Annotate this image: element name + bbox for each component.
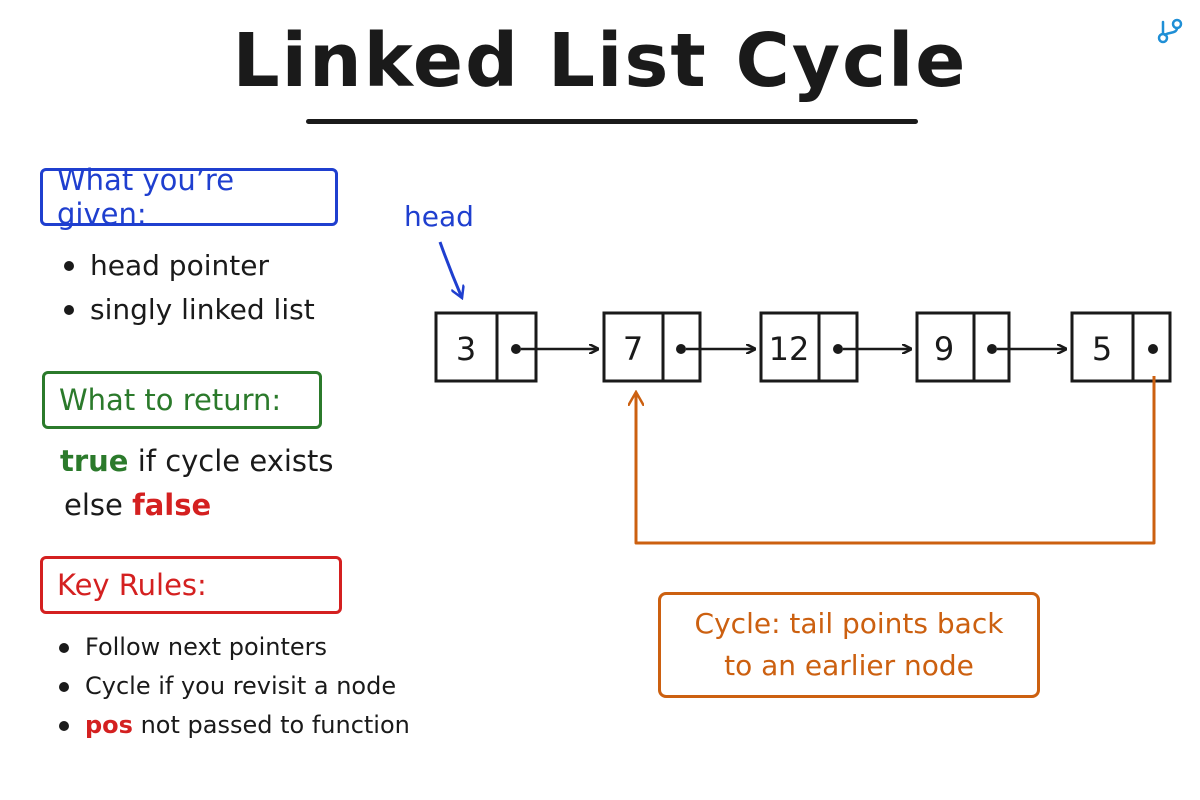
cycle-note-box: Cycle: tail points back to an earlier no… bbox=[658, 592, 1040, 698]
pos-keyword: pos bbox=[85, 711, 133, 739]
head-arrow bbox=[438, 241, 462, 298]
given-item-singly-linked-list: singly linked list bbox=[60, 288, 315, 332]
node-value: 5 bbox=[1092, 330, 1112, 368]
rules-list: Follow next pointers Cycle if you revisi… bbox=[55, 628, 410, 745]
true-condition-text: if cycle exists bbox=[137, 444, 334, 478]
given-item-head-pointer: head pointer bbox=[60, 244, 315, 288]
next-pointer-dot bbox=[511, 344, 521, 354]
rules-heading: Key Rules: bbox=[57, 568, 207, 602]
pos-rule-text: not passed to function bbox=[140, 711, 410, 739]
next-pointer-dot bbox=[833, 344, 843, 354]
false-keyword: false bbox=[132, 488, 212, 522]
cycle-note-line1: Cycle: tail points back bbox=[694, 607, 1004, 640]
node-value: 9 bbox=[934, 330, 954, 368]
given-heading: What you’re given: bbox=[57, 163, 235, 231]
node-value: 12 bbox=[769, 330, 810, 368]
title-underline bbox=[306, 119, 918, 124]
next-pointer-dot bbox=[676, 344, 686, 354]
return-line-true: true if cycle exists bbox=[60, 444, 334, 478]
given-list: head pointer singly linked list bbox=[60, 244, 315, 332]
tail-pointer-dot bbox=[1148, 344, 1158, 354]
list-node: 3 bbox=[434, 311, 538, 383]
head-label: head bbox=[404, 200, 474, 233]
list-node: 9 bbox=[915, 311, 1011, 383]
true-keyword: true bbox=[60, 444, 129, 478]
return-heading: What to return: bbox=[59, 383, 282, 417]
next-pointer-dot bbox=[987, 344, 997, 354]
node-value: 7 bbox=[623, 330, 643, 368]
list-node: 12 bbox=[759, 311, 859, 383]
else-text: else bbox=[64, 488, 123, 522]
cycle-back-arrow bbox=[636, 376, 1156, 545]
given-heading-box: What you’re given: bbox=[40, 163, 338, 231]
list-node-tail: 5 bbox=[1070, 311, 1172, 383]
rule-pos-not-passed: pos not passed to function bbox=[55, 706, 410, 745]
page-title: Linked List Cycle bbox=[232, 18, 968, 104]
node-value: 3 bbox=[456, 330, 476, 368]
list-node: 7 bbox=[602, 311, 702, 383]
return-heading-box: What to return: bbox=[42, 371, 322, 429]
cycle-note-line2: to an earlier node bbox=[724, 649, 974, 682]
rules-heading-box: Key Rules: bbox=[40, 556, 342, 614]
rule-follow-next: Follow next pointers bbox=[55, 628, 410, 667]
branch-icon bbox=[1157, 18, 1183, 44]
rule-cycle-revisit: Cycle if you revisit a node bbox=[55, 667, 410, 706]
return-line-false: else false bbox=[64, 488, 211, 522]
